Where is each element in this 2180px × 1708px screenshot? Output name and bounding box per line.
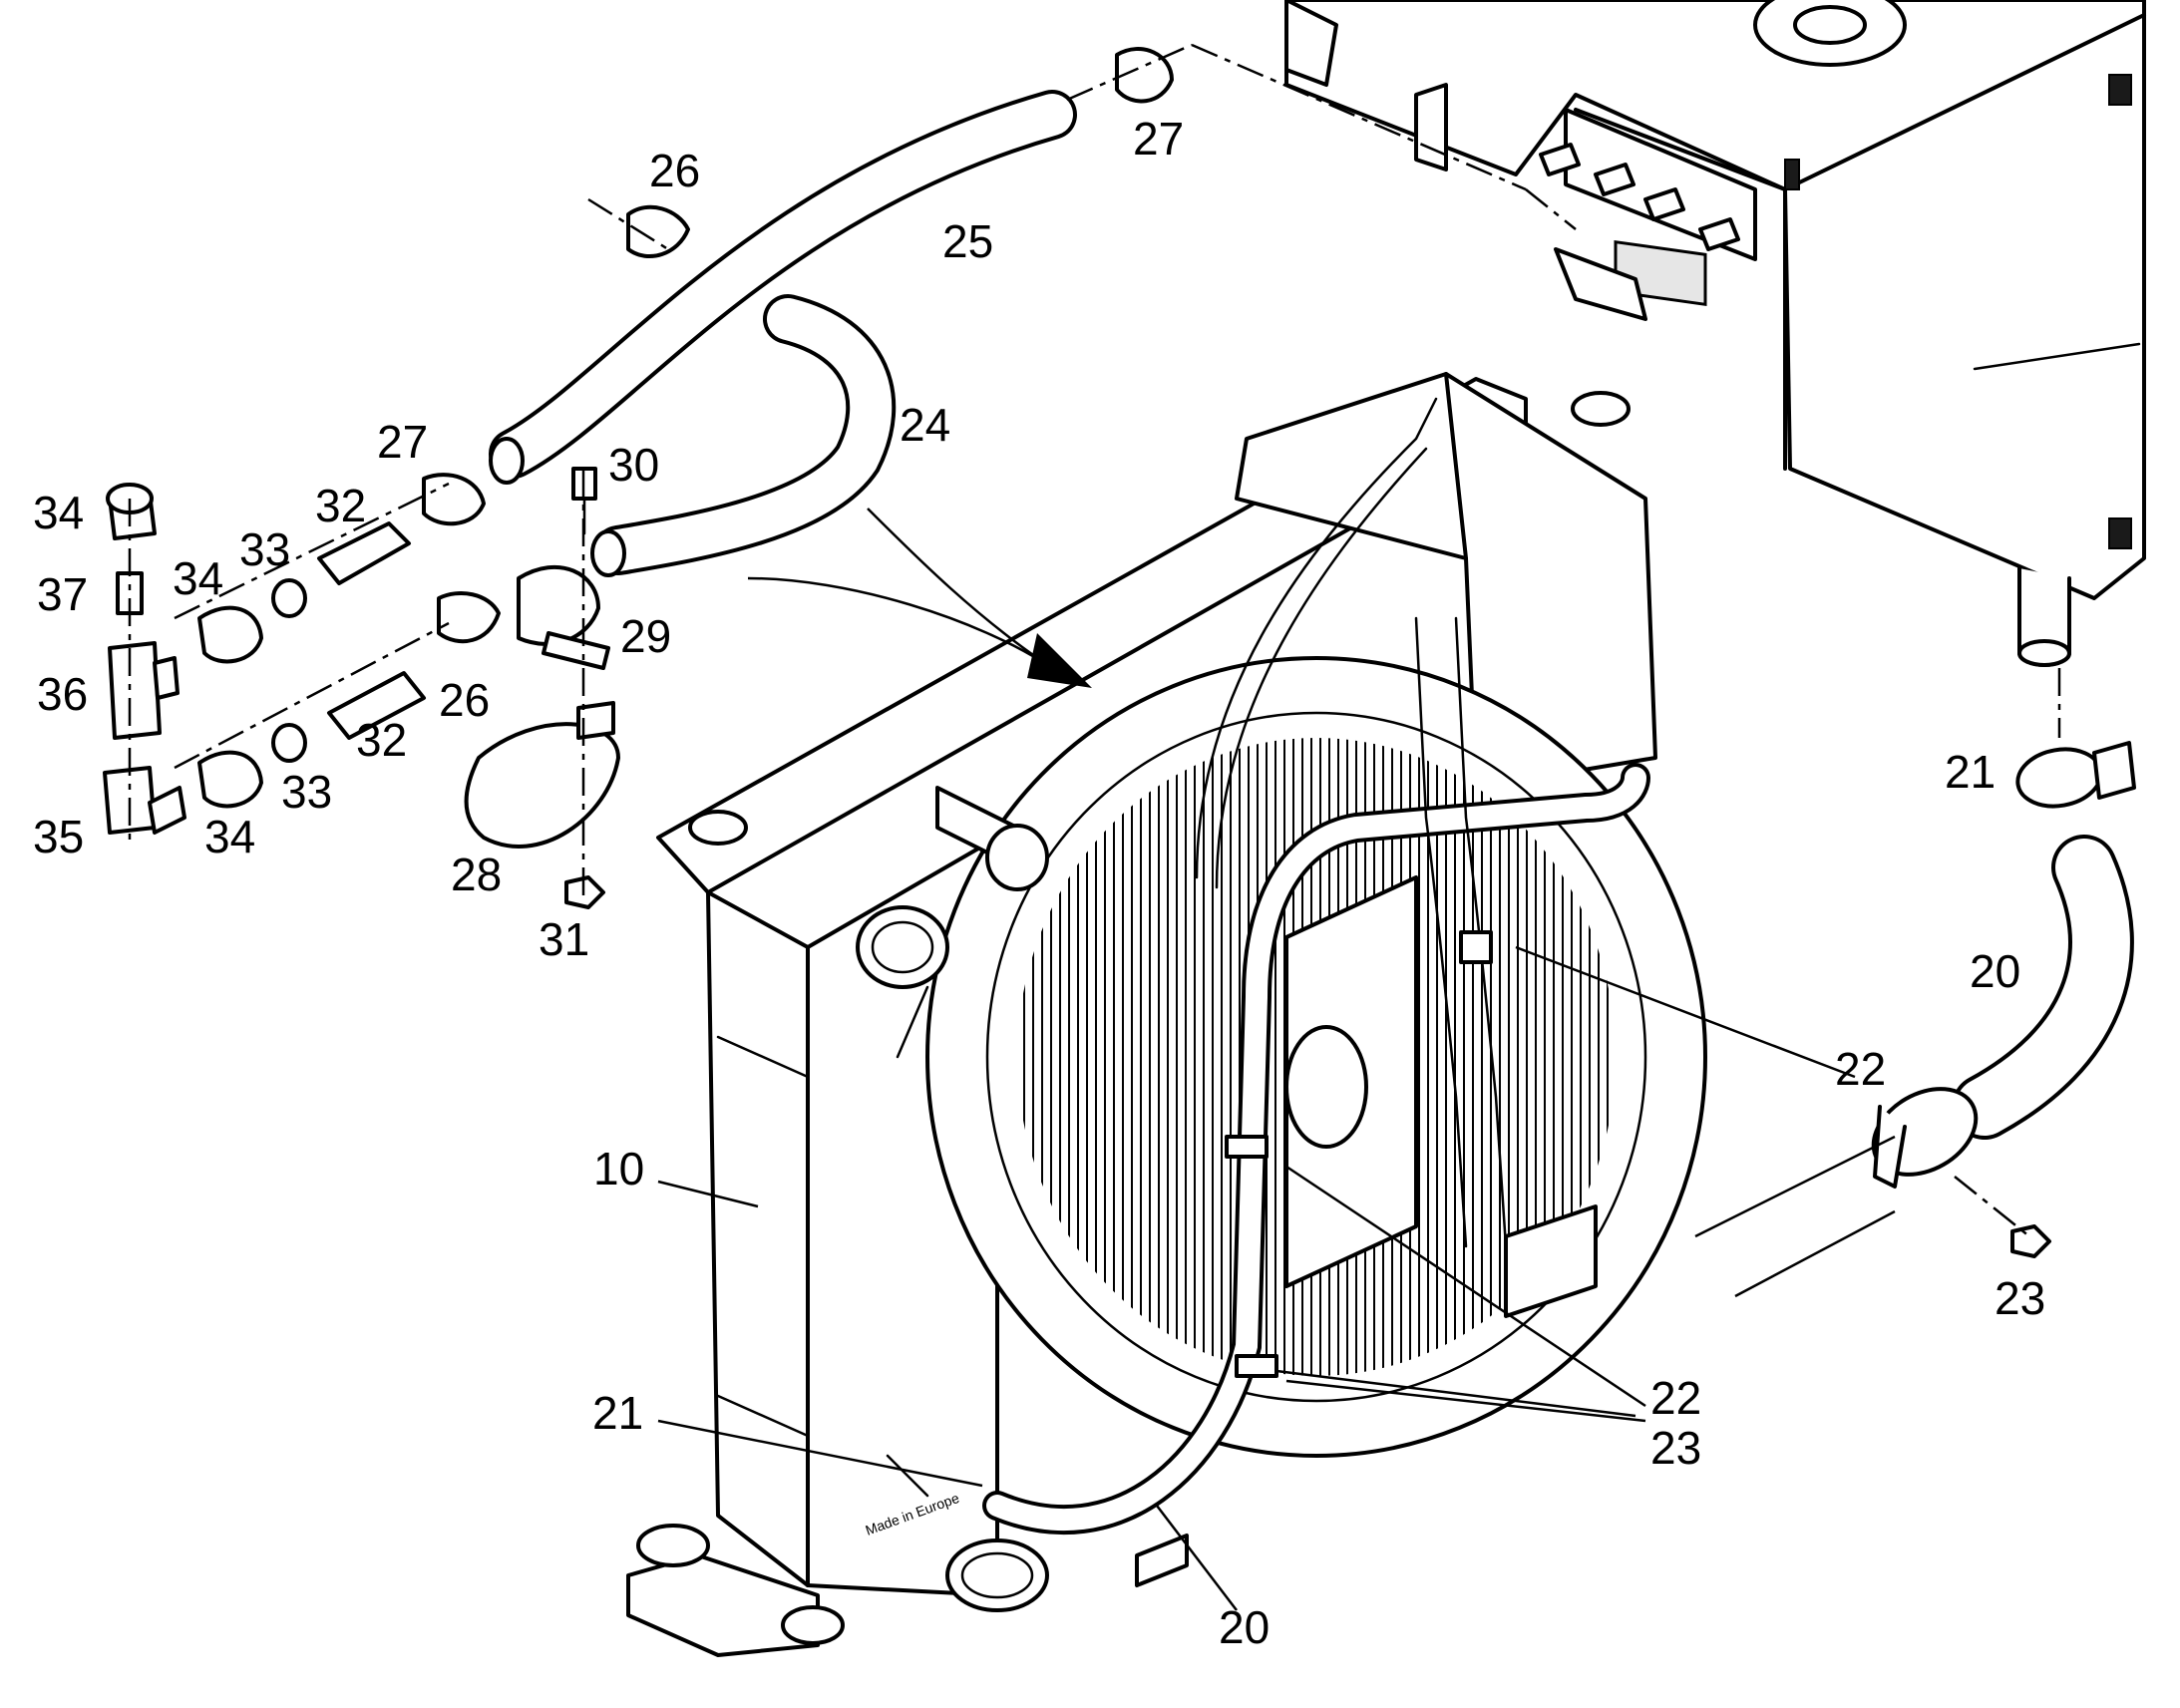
leader-lines [657,508,1856,1611]
callout-21-left: 21 [592,1387,643,1439]
callout-37: 37 [37,568,88,620]
callout-29: 29 [620,610,671,662]
callout-21-right: 21 [1945,746,1996,798]
callout-24: 24 [900,399,950,451]
callout-34-bottom: 34 [204,811,255,862]
callout-10: 10 [593,1143,644,1195]
callout-labels: 10 20 20 21 21 22 22 23 23 24 25 26 26 2… [33,113,2045,1653]
callout-33-bottom: 33 [281,766,332,818]
assembly-lines [128,43,2061,1298]
radiator-assembly: Made in Europe [626,372,1707,1657]
expansion-tank [1284,0,2146,667]
callout-20-right: 20 [1970,945,2020,997]
callout-27-mid: 27 [377,416,428,468]
callout-33-top: 33 [239,523,290,575]
callout-25: 25 [942,215,993,267]
callout-32-top: 32 [315,480,366,531]
fittings-group [103,47,2051,1258]
clamp-21-right [2015,741,2136,809]
hose-24 [590,294,897,577]
callout-32-bottom: 32 [356,714,407,766]
hose-25 [489,90,1077,485]
callout-22-right: 22 [1835,1043,1886,1095]
callout-36: 36 [37,668,88,720]
hose-20-front [982,397,1650,1587]
hose-20-right [1871,835,2134,1189]
callout-23-right: 23 [1995,1272,2045,1324]
callout-34-mid: 34 [173,552,223,604]
callout-30: 30 [608,439,659,491]
callout-22-bottom: 22 [1650,1372,1701,1424]
callout-26-mid: 26 [439,674,490,726]
callout-34-top: 34 [33,487,84,538]
callout-20-bottom: 20 [1219,1601,1270,1653]
callout-31: 31 [539,913,589,965]
callout-27-top: 27 [1133,113,1184,165]
callout-28: 28 [451,849,502,900]
callout-35: 35 [33,811,84,862]
callout-23-bottom: 23 [1650,1422,1701,1474]
callout-26-top: 26 [649,145,700,196]
